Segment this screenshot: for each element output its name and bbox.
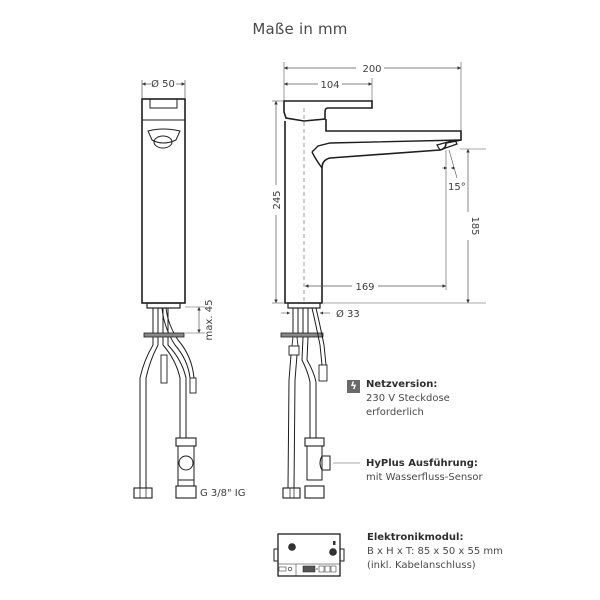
elektronik-line1: B x H x T: 85 x 50 x 55 mm [367,546,503,557]
dim-width-total: 200 [362,64,381,75]
dim-reach: 169 [355,282,374,293]
dim-width-lever: 104 [320,80,339,91]
netzversion-line1: 230 V Steckdose [366,393,450,404]
note-elektronikmodul: Elektronikmodul: B x H x T: 85 x 50 x 55… [367,531,503,573]
note-hyplus: HyPlus Ausführung: mit Wasserfluss-Senso… [366,457,483,485]
page-title: Maße in mm [252,20,348,38]
max-45-label: max. 45 [204,300,215,341]
elektronik-line2: (inkl. Kabelanschluss) [367,560,476,571]
hyplus-line1: mit Wasserfluss-Sensor [366,472,483,483]
dim-height-outlet: 185 [469,216,480,235]
electronic-module-drawing [273,533,345,577]
netzversion-line2: erforderlich [366,407,424,418]
note-netzversion: Netzversion: 230 V Steckdose erforderlic… [366,378,450,420]
dim-angle: 15° [448,182,466,193]
hyplus-heading: HyPlus Ausführung: [366,458,478,469]
front-diameter-label: Ø 50 [151,78,175,90]
elektronik-heading: Elektronikmodul: [367,532,464,543]
front-view-faucet [133,80,205,499]
lightning-bolt-icon: ϟ [347,380,360,393]
dim-height-total: 245 [272,190,283,209]
netzversion-heading: Netzversion: [366,379,438,390]
thread-label: G 3/8" IG [200,488,246,499]
side-view-faucet [272,62,486,499]
dim-base-diameter: Ø 33 [336,308,360,320]
